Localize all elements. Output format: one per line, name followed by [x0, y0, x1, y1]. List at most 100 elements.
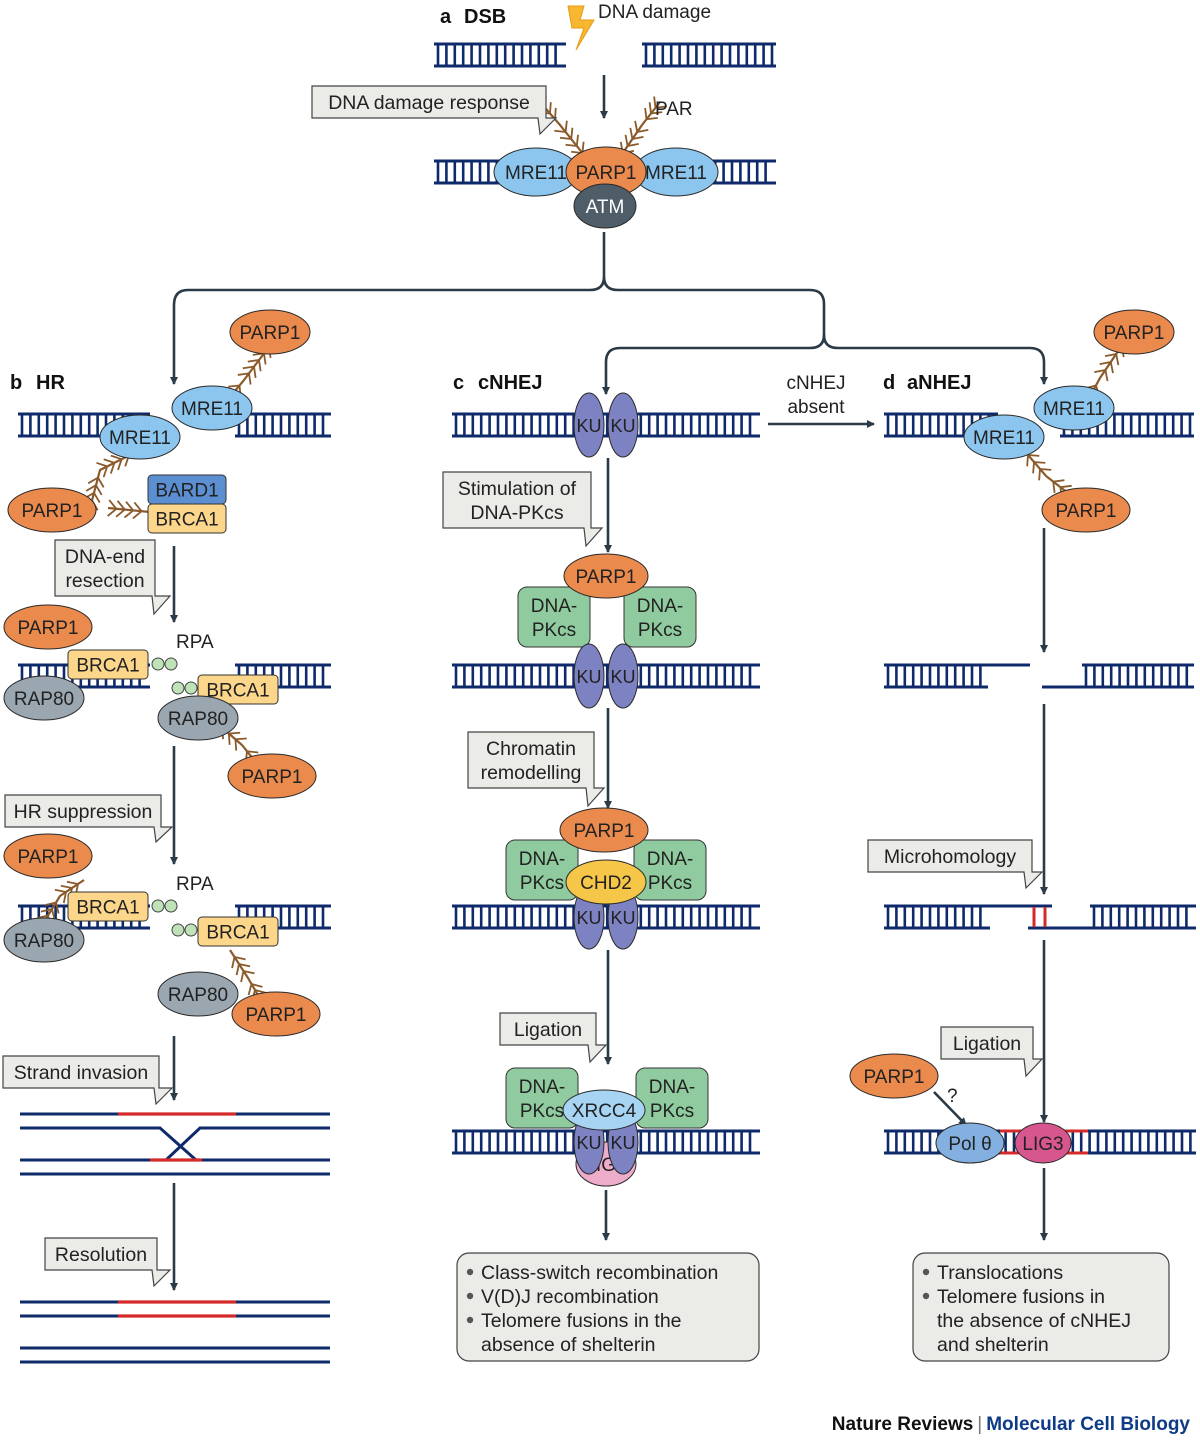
- rap80-b1: RAP80: [3, 675, 85, 721]
- rap80-b4: RAP80: [157, 971, 239, 1017]
- callout-dna-end-resection-line: DNA-end: [65, 546, 145, 568]
- dna-rungs: [886, 907, 982, 927]
- brca1-b5: BRCA1: [197, 916, 279, 947]
- mre11-b-top: MRE11: [171, 385, 253, 431]
- label-layer: DNA damage PAR RPA RPA ? cNHEJ absent a …: [10, 2, 971, 1107]
- rap80-b2-label: RAP80: [168, 709, 228, 730]
- rpa-b2: [171, 681, 198, 695]
- callout-hr-suppression-line: HR suppression: [14, 801, 153, 823]
- callout-microhomology-line: Microhomology: [884, 846, 1016, 868]
- callout-strand-invasion: Strand invasion: [2, 1055, 174, 1106]
- callout-strand-invasion-line: Strand invasion: [14, 1062, 148, 1084]
- brca1-b1-label: BRCA1: [155, 510, 218, 531]
- cnhej-absent-label-2: absent: [787, 397, 845, 418]
- ku-c1-label: KU: [576, 416, 601, 436]
- dna-duplex: [235, 412, 331, 438]
- mre11-b-bottom-label: MRE11: [109, 428, 171, 449]
- journal-subject: Molecular Cell Biology: [986, 1414, 1190, 1435]
- anhej-outcome-2c: and shelterin: [937, 1334, 1049, 1356]
- dna-duplex: [642, 42, 776, 68]
- callout-chromatin-remodelling-line: remodelling: [481, 762, 582, 784]
- rap80-b3: RAP80: [3, 917, 85, 963]
- callout-ligation-cnhej: Ligation: [499, 1012, 608, 1064]
- dna-rungs: [1092, 907, 1188, 927]
- dnapkcs-c3-label: DNA-: [519, 849, 565, 870]
- parp1-d1-label: PARP1: [1104, 323, 1165, 344]
- dnapkcs-c1-label: PKcs: [532, 620, 576, 641]
- dnapkcs-c5-label: PKcs: [520, 1101, 564, 1122]
- brca1-b3-label: BRCA1: [206, 681, 269, 702]
- dnapkcs-c6: DNA-PKcs: [635, 1067, 709, 1129]
- dna-strand-invading: [118, 1126, 330, 1162]
- dnapkcs-c3-label: PKcs: [520, 873, 564, 894]
- dna-duplex: [452, 904, 760, 930]
- mre11-d-bottom-label: MRE11: [973, 428, 1035, 449]
- par-chain: [107, 499, 151, 520]
- parp1-b5: PARP1: [3, 833, 93, 879]
- mre11-d-top-label: MRE11: [1043, 399, 1105, 420]
- outcome-layer: Class-switch recombination V(D)J recombi…: [456, 1252, 1170, 1362]
- parp1-c1: PARP1: [563, 553, 649, 599]
- parp1-b4-label: PARP1: [242, 767, 303, 788]
- parp1-b3-label: PARP1: [18, 618, 79, 639]
- atm-label: ATM: [586, 197, 625, 218]
- ku-c2-label: KU: [610, 667, 635, 687]
- callout-dna-damage-response: DNA damage response: [311, 85, 558, 136]
- callout-dna-end-resection-line: resection: [65, 570, 144, 592]
- panel-d-heading: d aNHEJ: [883, 372, 971, 394]
- parp1-b3: PARP1: [3, 604, 93, 650]
- panel-d-title: aNHEJ: [907, 372, 971, 394]
- panel-d-letter: d: [883, 372, 895, 394]
- parp1-d1: PARP1: [1093, 309, 1175, 355]
- xrcc4-label: XRCC4: [572, 1101, 637, 1122]
- atm: ATM: [573, 183, 637, 229]
- rap80-b3-label: RAP80: [14, 931, 74, 952]
- brca1-b4-label: BRCA1: [76, 898, 139, 919]
- ku-c4-label: KU: [610, 1133, 635, 1153]
- xrcc4: XRCC4: [562, 1089, 646, 1131]
- chd2-label: CHD2: [580, 873, 632, 894]
- arrow-layer: [170, 75, 1048, 1291]
- callout-microhomology: Microhomology: [867, 839, 1044, 890]
- dnapkcs-c2-label: DNA-: [637, 596, 683, 617]
- brca1-b2: BRCA1: [67, 649, 149, 680]
- ku-c3-label: KU: [610, 908, 635, 928]
- callout-stimulation-dna-pkcs-line: DNA-PKcs: [470, 502, 563, 524]
- anhej-outcome-2b: the absence of cNHEJ: [937, 1310, 1131, 1332]
- panel-a-heading: a DSB: [440, 6, 506, 28]
- brca1-b3: BRCA1: [197, 674, 279, 705]
- mre11-b-bottom: MRE11: [99, 414, 181, 460]
- credit-separator: |: [977, 1414, 983, 1435]
- journal-credit: Nature Reviews|Molecular Cell Biology: [832, 1414, 1190, 1436]
- dnapkcs-c4-label: PKcs: [648, 873, 692, 894]
- mre11-left-label: MRE11: [505, 163, 567, 184]
- cnhej-outcome-2: V(D)J recombination: [481, 1286, 659, 1308]
- callout-chromatin-remodelling-line: Chromatin: [486, 738, 576, 760]
- par-label: PAR: [655, 99, 693, 120]
- parp1-d3-label: PARP1: [864, 1067, 925, 1088]
- cnhej-outcome-box: [456, 1252, 760, 1362]
- parp1-b4: PARP1: [227, 753, 317, 799]
- dna-duplex: [434, 42, 566, 68]
- bard1-label: BARD1: [155, 481, 218, 502]
- cnhej-absent-label-1: cNHEJ: [786, 373, 845, 394]
- panel-c-heading: c cNHEJ: [453, 372, 542, 394]
- dna-strand-invading: [20, 1126, 238, 1162]
- parp1-b2-label: PARP1: [22, 501, 83, 522]
- dnapkcs-c6-label: DNA-: [649, 1077, 695, 1098]
- mre11-b-top-label: MRE11: [181, 399, 243, 420]
- parp1-d3: PARP1: [849, 1053, 939, 1099]
- callout-ligation-anhej: Ligation: [940, 1026, 1044, 1078]
- mre11-left: MRE11: [493, 147, 579, 197]
- dnapkcs-c2: DNA-PKcs: [623, 586, 697, 648]
- panel-c-letter: c: [453, 372, 464, 394]
- rap80-b4-label: RAP80: [168, 985, 228, 1006]
- question-mark: ?: [947, 1086, 958, 1107]
- dnapkcs-c5-label: DNA-: [519, 1077, 565, 1098]
- callout-stimulation-dna-pkcs-line: Stimulation of: [458, 478, 577, 500]
- rpa-b1: [151, 657, 178, 671]
